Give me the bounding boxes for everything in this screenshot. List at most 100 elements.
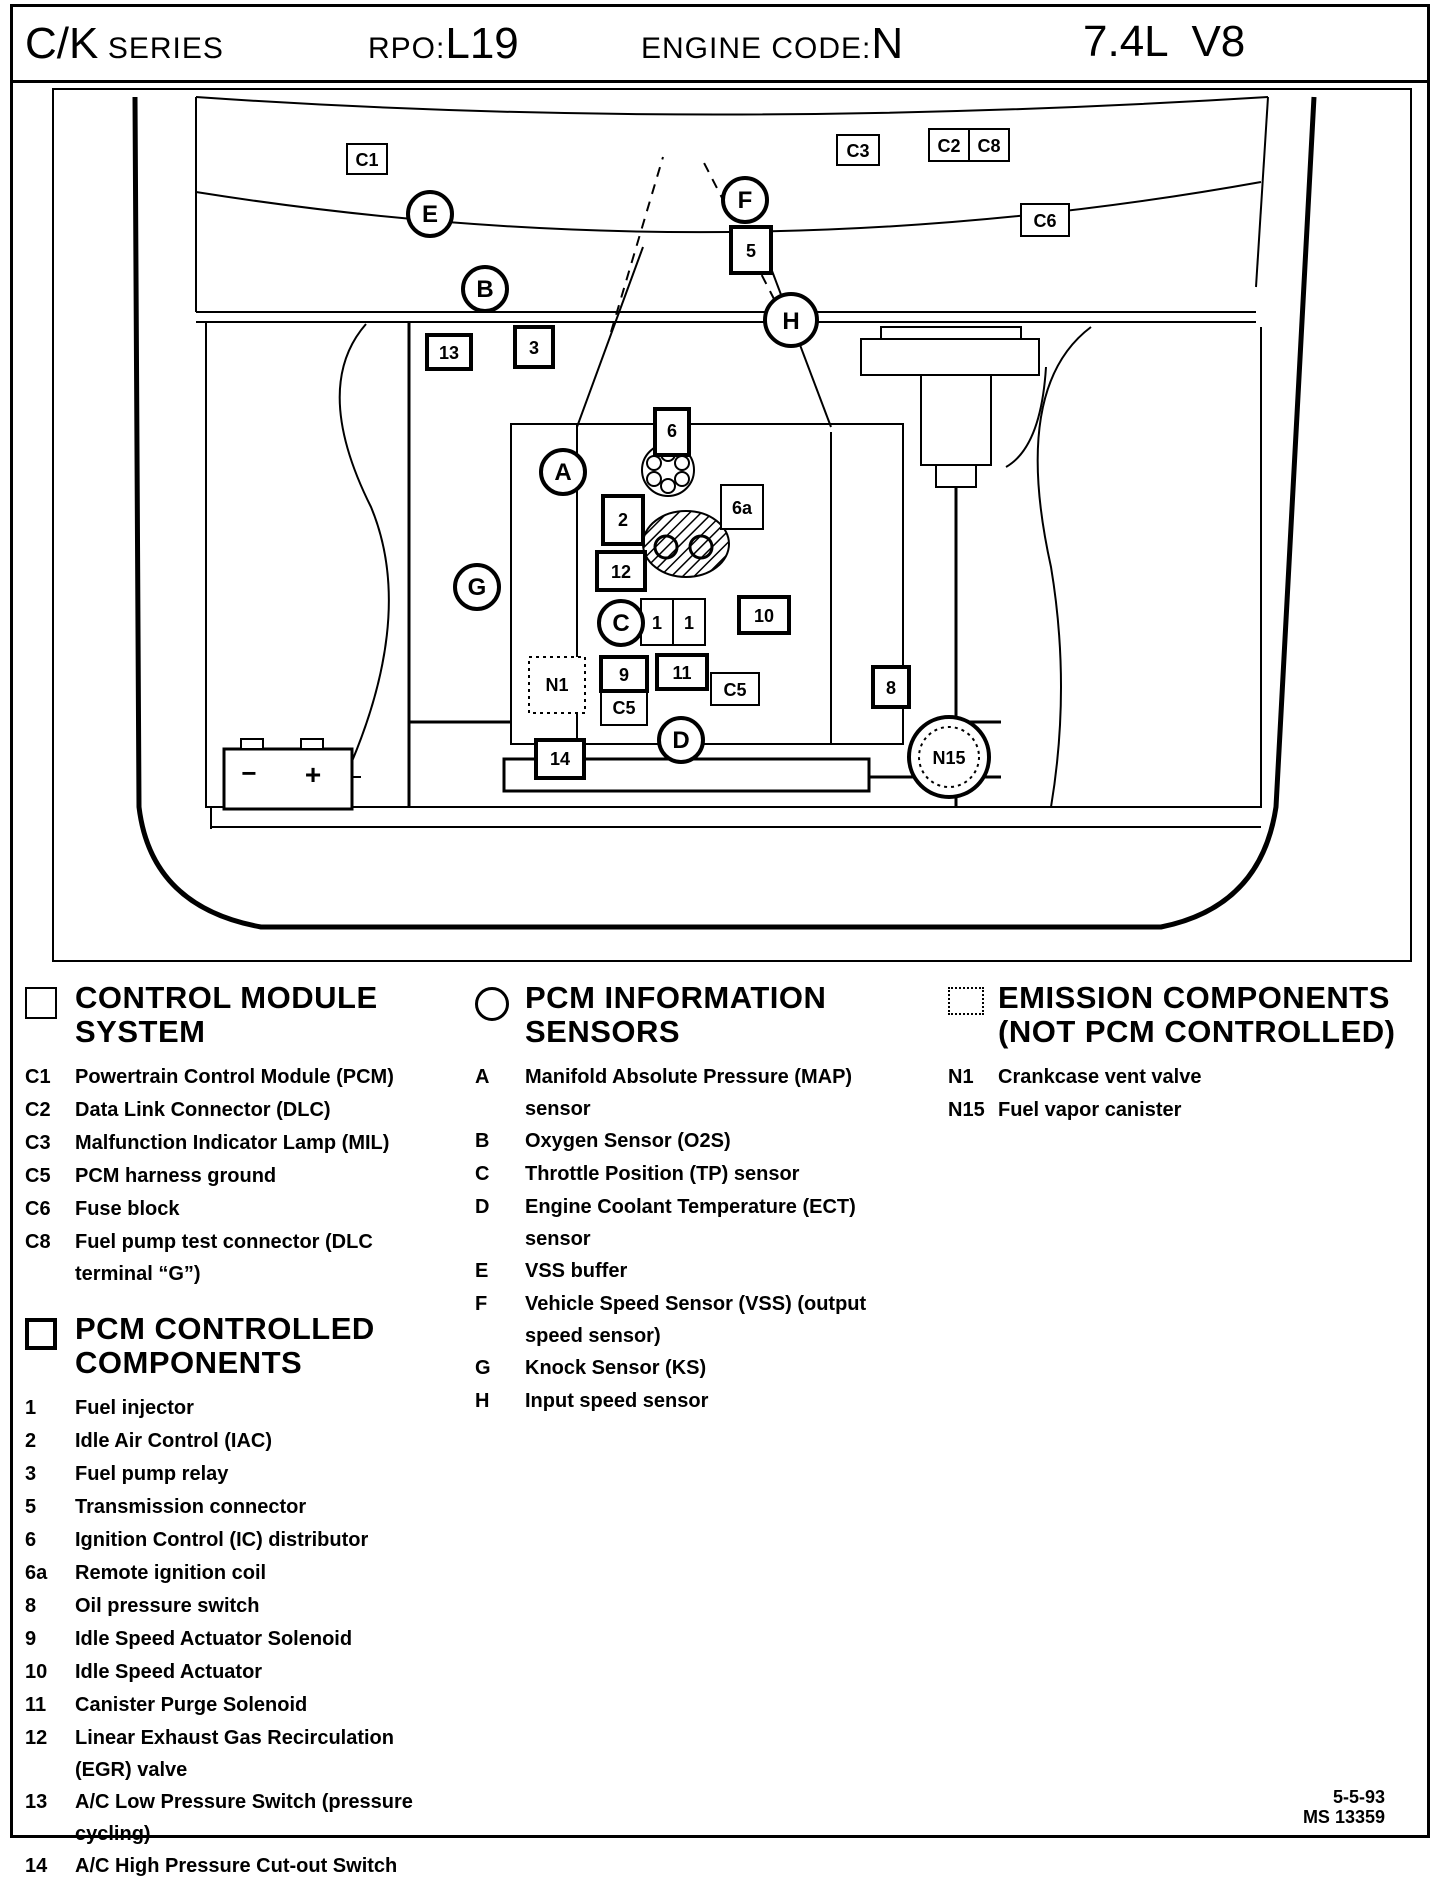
pcm-controlled-item-text: A/C Low Pressure Switch (pressure cyclin… <box>75 1791 413 1845</box>
fender-right-curve <box>1036 326 1092 808</box>
n10-marker: 10 <box>737 595 791 635</box>
n8-label: 8 <box>886 678 896 698</box>
pcm-sensor-item-code: B <box>475 1130 490 1152</box>
pcm-controlled-item-code: 8 <box>25 1595 37 1617</box>
emission-title: EMISSION COMPONENTS (NOT PCM CONTROLLED) <box>998 980 1396 1049</box>
pcm-controlled-item: 10 Idle Speed Actuator <box>25 1656 465 1689</box>
canister-housing <box>920 374 992 466</box>
pcm-sensor-item-code: H <box>475 1390 490 1412</box>
sensor-c-marker: C <box>597 599 645 647</box>
n9-label: 9 <box>619 665 629 685</box>
pcm-sensor-item-text: Engine Coolant Temperature (ECT) sensor <box>525 1196 856 1250</box>
n6a-marker: 6a <box>720 484 764 530</box>
n14-marker: 14 <box>534 738 586 780</box>
battery <box>222 747 354 811</box>
n1-marker-left: 1 <box>640 598 674 646</box>
rpo-prefix: RPO: <box>368 32 446 65</box>
control-module-item-code: C1 <box>25 1066 51 1088</box>
n12-label: 12 <box>611 562 631 582</box>
sensor-c-label: C <box>612 610 629 637</box>
pcm-controlled-item-text: Canister Purge Solenoid <box>75 1694 308 1716</box>
control-module-item-text: Fuse block <box>75 1198 180 1220</box>
pcm-sensors-circle-icon <box>475 987 509 1021</box>
sensor-f-marker: F <box>721 176 769 224</box>
n5-marker: 5 <box>729 225 773 275</box>
pcm-controlled-item-text: Linear Exhaust Gas Recirculation (EGR) v… <box>75 1727 394 1781</box>
pcm-controlled-item: 6a Remote ignition coil <box>25 1557 465 1590</box>
emission-item-code: N1 <box>948 1066 974 1088</box>
legend-column-left: CONTROL MODULE SYSTEM C1 Powertrain Contr… <box>25 981 465 1883</box>
c2-label: C2 <box>937 136 960 156</box>
c8-label: C8 <box>977 136 1000 156</box>
pcm-sensor-item-text: Manifold Absolute Pressure (MAP) sensor <box>525 1066 853 1120</box>
pcm-controlled-item-text: Idle Air Control (IAC) <box>75 1430 273 1452</box>
control-module-item-code: C6 <box>25 1198 51 1220</box>
page-frame: C/K SERIES RPO:L19 ENGINE CODE:N 7.4L V8 <box>10 4 1430 1877</box>
sensor-e-marker: E <box>406 190 454 238</box>
n9-marker: 9 <box>599 655 649 693</box>
pcm-controlled-item-code: 6a <box>25 1562 48 1584</box>
pcm-sensor-item-code: G <box>475 1357 491 1379</box>
n8-marker: 8 <box>871 665 911 709</box>
air-cleaner <box>860 338 1040 376</box>
pcm-controlled-title: PCM CONTROLLED COMPONENTS <box>75 1311 375 1380</box>
control-module-item-text: Powertrain Control Module (PCM) <box>75 1066 394 1088</box>
fender-left-curve <box>330 323 390 808</box>
c3-label: C3 <box>846 141 869 161</box>
engine-code-prefix: ENGINE CODE: <box>641 32 872 65</box>
footer-ref: MS 13359 <box>1302 1807 1385 1827</box>
series-label: C/K SERIES <box>25 19 224 69</box>
pcm-sensor-item-code: A <box>475 1066 490 1088</box>
n1-emission-label: N1 <box>545 675 568 695</box>
pcm-controlled-item-code: 2 <box>25 1430 37 1452</box>
control-module-item-text: PCM harness ground <box>75 1165 277 1187</box>
pcm-controlled-item-code: 9 <box>25 1628 37 1650</box>
engine-code-label: ENGINE CODE:N <box>641 19 903 69</box>
pcm-controlled-item-code: 1 <box>25 1397 37 1419</box>
n5-label: 5 <box>746 241 756 261</box>
sensor-b-label: B <box>476 276 493 303</box>
c8-marker: C8 <box>968 128 1010 162</box>
pcm-sensor-item-text: Throttle Position (TP) sensor <box>525 1163 800 1185</box>
pcm-sensor-item: A Manifold Absolute Pressure (MAP) sensor <box>475 1061 915 1125</box>
sensor-g-label: G <box>468 574 487 601</box>
control-module-item-code: C2 <box>25 1099 51 1121</box>
pcm-controlled-section-header: PCM CONTROLLED COMPONENTS <box>25 1312 465 1384</box>
pcm-sensor-item-code: C <box>475 1163 490 1185</box>
n13-marker: 13 <box>425 333 473 371</box>
rpo-value: L19 <box>445 19 519 68</box>
pcm-sensor-item-code: E <box>475 1260 489 1282</box>
n11-label: 11 <box>672 663 691 683</box>
pcm-sensor-item-text: VSS buffer <box>525 1260 628 1282</box>
pcm-controlled-item-text: Transmission connector <box>75 1496 307 1518</box>
legend-column-right: EMISSION COMPONENTS (NOT PCM CONTROLLED)… <box>948 981 1418 1127</box>
pcm-controlled-item-text: Ignition Control (IC) distributor <box>75 1529 369 1551</box>
rpo-label: RPO:L19 <box>368 19 519 69</box>
pcm-controlled-item-code: 5 <box>25 1496 37 1518</box>
sensor-a-marker: A <box>539 448 587 496</box>
engine-code-value: N <box>871 19 904 68</box>
n6-label: 6 <box>667 421 677 441</box>
pcm-controlled-item-text: Remote ignition coil <box>75 1562 267 1584</box>
pcm-controlled-item-text: Fuel pump relay <box>75 1463 229 1485</box>
pcm-controlled-item-text: Idle Speed Actuator <box>75 1661 263 1683</box>
sensor-h-label: H <box>782 308 799 335</box>
vehicle-outline <box>132 96 1317 930</box>
pcm-controlled-item: 5 Transmission connector <box>25 1491 465 1524</box>
control-module-item: C6 Fuse block <box>25 1193 465 1226</box>
pcm-controlled-item-code: 10 <box>25 1661 48 1683</box>
n6a-label: 6a <box>732 498 753 518</box>
control-module-square-icon <box>25 987 57 1019</box>
control-module-title: CONTROL MODULE SYSTEM <box>75 980 378 1049</box>
